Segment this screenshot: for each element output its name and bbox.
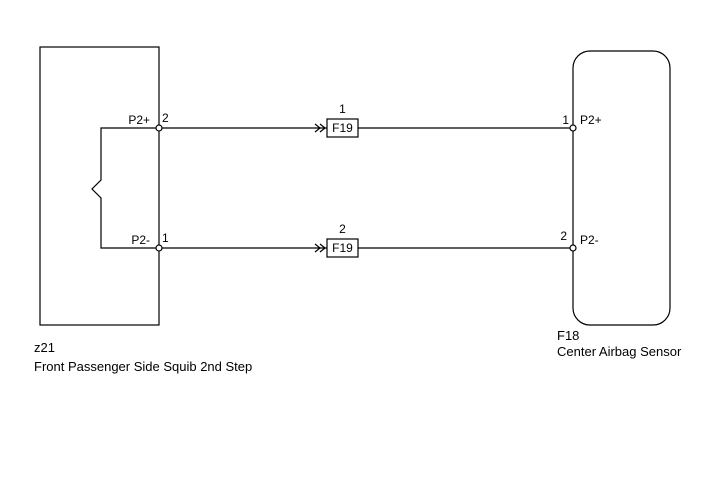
squib-element bbox=[91, 127, 159, 249]
terminal-dot bbox=[569, 124, 577, 132]
connector-arrow-icon bbox=[319, 243, 326, 253]
left-pin1-label: P2+ bbox=[128, 113, 150, 127]
right-pin2-number: 2 bbox=[560, 229, 567, 243]
left-component-id: z21 bbox=[34, 340, 55, 355]
sensor-box bbox=[572, 50, 671, 326]
connector-bottom-pin: 2 bbox=[339, 222, 346, 236]
terminal-dot bbox=[155, 244, 163, 252]
terminal-dot bbox=[569, 244, 577, 252]
left-pin2-label: P2- bbox=[131, 233, 150, 247]
connector-f19-top bbox=[326, 118, 359, 138]
right-pin1-label: P2+ bbox=[580, 113, 602, 127]
connector-top-name: F19 bbox=[332, 121, 353, 135]
left-pin2-number: 1 bbox=[162, 231, 169, 245]
left-pin1-number: 2 bbox=[162, 111, 169, 125]
connector-bottom-name: F19 bbox=[332, 241, 353, 255]
right-component-name: Center Airbag Sensor bbox=[557, 344, 682, 359]
connector-top-pin: 1 bbox=[339, 102, 346, 116]
left-component-name: Front Passenger Side Squib 2nd Step bbox=[34, 359, 252, 374]
connector-arrow-icon bbox=[319, 123, 326, 133]
connector-arrow-icon bbox=[314, 243, 321, 253]
connector-arrow-icon bbox=[314, 123, 321, 133]
connector-f19-bottom bbox=[326, 238, 359, 258]
squib-box bbox=[39, 46, 160, 326]
right-pin1-number: 1 bbox=[562, 113, 569, 127]
right-component-id: F18 bbox=[557, 328, 579, 343]
terminal-dot bbox=[155, 124, 163, 132]
right-pin2-label: P2- bbox=[580, 233, 599, 247]
